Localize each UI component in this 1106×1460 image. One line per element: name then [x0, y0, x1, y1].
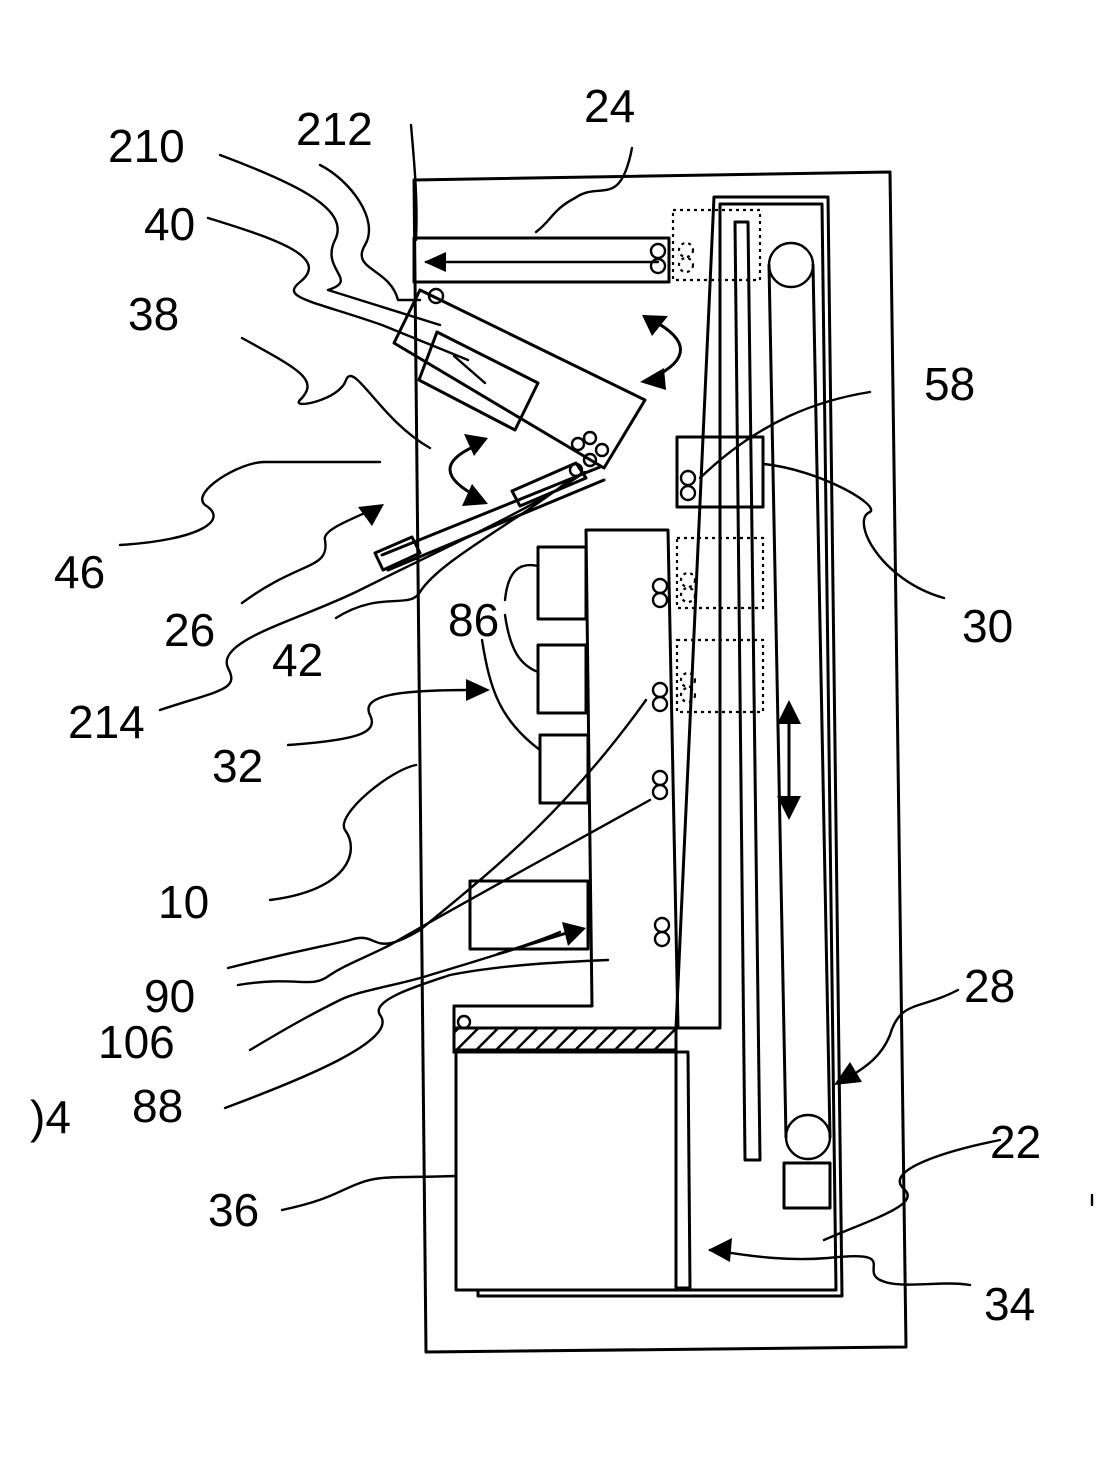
- ref-label-10: 10: [158, 876, 209, 928]
- leader-22: [824, 1140, 1000, 1240]
- leader-26: [242, 508, 376, 603]
- rotation-arrow-left-head-a: [464, 434, 488, 456]
- ref-label-24: 24: [584, 80, 635, 132]
- module-106-arrow-head: [562, 922, 586, 946]
- leader-38: [242, 338, 430, 448]
- top-roller-upper: [651, 244, 665, 258]
- nip-roller-c: [596, 444, 608, 456]
- ref-label-42: 42: [272, 634, 323, 686]
- ref-label-88: 88: [132, 1080, 183, 1132]
- nip-roller-b: [584, 432, 596, 444]
- ref-label-212: 212: [296, 103, 373, 155]
- module-roller-3b: [653, 785, 667, 799]
- module-roller-1b: [653, 593, 667, 607]
- entry-chute-lower: [388, 480, 604, 570]
- leader-36: [282, 1176, 456, 1210]
- ref-label-32: 32: [212, 740, 263, 792]
- leader-24: [536, 148, 632, 232]
- ref-label-34: 34: [984, 1278, 1035, 1330]
- dotted-roller-middle-a: [681, 573, 695, 587]
- cassette-shadow-edge: [676, 1052, 690, 1288]
- module-roller-4a: [655, 918, 669, 932]
- pivot-head-frame: [394, 290, 645, 468]
- module-86-lower: [538, 645, 586, 713]
- leader-30: [764, 464, 944, 598]
- ref-label-46: 46: [54, 546, 105, 598]
- belt-pulley-top: [769, 243, 813, 287]
- ref-label-86: 86: [448, 594, 499, 646]
- leader-32: [288, 690, 470, 745]
- belt-left-run: [769, 265, 786, 1137]
- reader-unit-slot: [454, 356, 485, 383]
- ref-label-28: 28: [964, 960, 1015, 1012]
- dotted-roller-middle-b: [681, 588, 695, 602]
- drive-motor-box: [784, 1163, 830, 1208]
- cassette-36: [456, 1050, 676, 1290]
- ref-label-36: 36: [208, 1184, 259, 1236]
- dotted-roller-top-a: [679, 243, 693, 257]
- ref-label-214: 214: [68, 696, 145, 748]
- belt-pulley-bottom: [786, 1115, 830, 1159]
- leader-10: [270, 765, 416, 900]
- ref-label-38: 38: [128, 288, 179, 340]
- leader-86: [482, 565, 540, 750]
- rotation-arrow-left-head-b: [462, 484, 488, 506]
- dotted-roller-top-b: [679, 258, 693, 272]
- carriage-roller-a: [681, 471, 695, 485]
- module-86-third: [540, 735, 588, 803]
- top-transport-frame: [414, 238, 669, 282]
- elevator-guide-rail: [735, 222, 760, 1160]
- module-roller-4b: [655, 932, 669, 946]
- leader-34-arrowhead: [708, 1238, 732, 1262]
- rotation-arrow-right-head-b: [640, 368, 666, 390]
- ref-label-210: 210: [108, 120, 185, 172]
- stacker-roller: [458, 1016, 470, 1028]
- module-roller-2b: [653, 697, 667, 711]
- housing-outline: [414, 172, 906, 1352]
- stacker-plate-hatched: [454, 1028, 676, 1052]
- ref-label-104: )4: [30, 1091, 71, 1143]
- module-86-upper: [538, 547, 586, 619]
- nip-roller-a: [572, 438, 584, 450]
- ref-label-58: 58: [924, 358, 975, 410]
- module-roller-2a: [653, 683, 667, 697]
- leader-58: [700, 392, 870, 478]
- leader-212: [320, 165, 420, 300]
- vertical-movement-arrow-up: [777, 700, 801, 724]
- ref-label-22: 22: [990, 1116, 1041, 1168]
- leader-46: [120, 462, 264, 545]
- module-roller-3a: [653, 771, 667, 785]
- leader-32-arrowhead: [466, 679, 490, 701]
- carriage-roller-b: [681, 486, 695, 500]
- module-roller-1a: [653, 579, 667, 593]
- ref-label-106: 106: [98, 1016, 175, 1068]
- ref-label-26: 26: [164, 604, 215, 656]
- top-transport-arrow: [424, 252, 446, 272]
- ref-label-40: 40: [144, 198, 195, 250]
- ref-label-30: 30: [962, 600, 1013, 652]
- ref-label-90: 90: [144, 970, 195, 1022]
